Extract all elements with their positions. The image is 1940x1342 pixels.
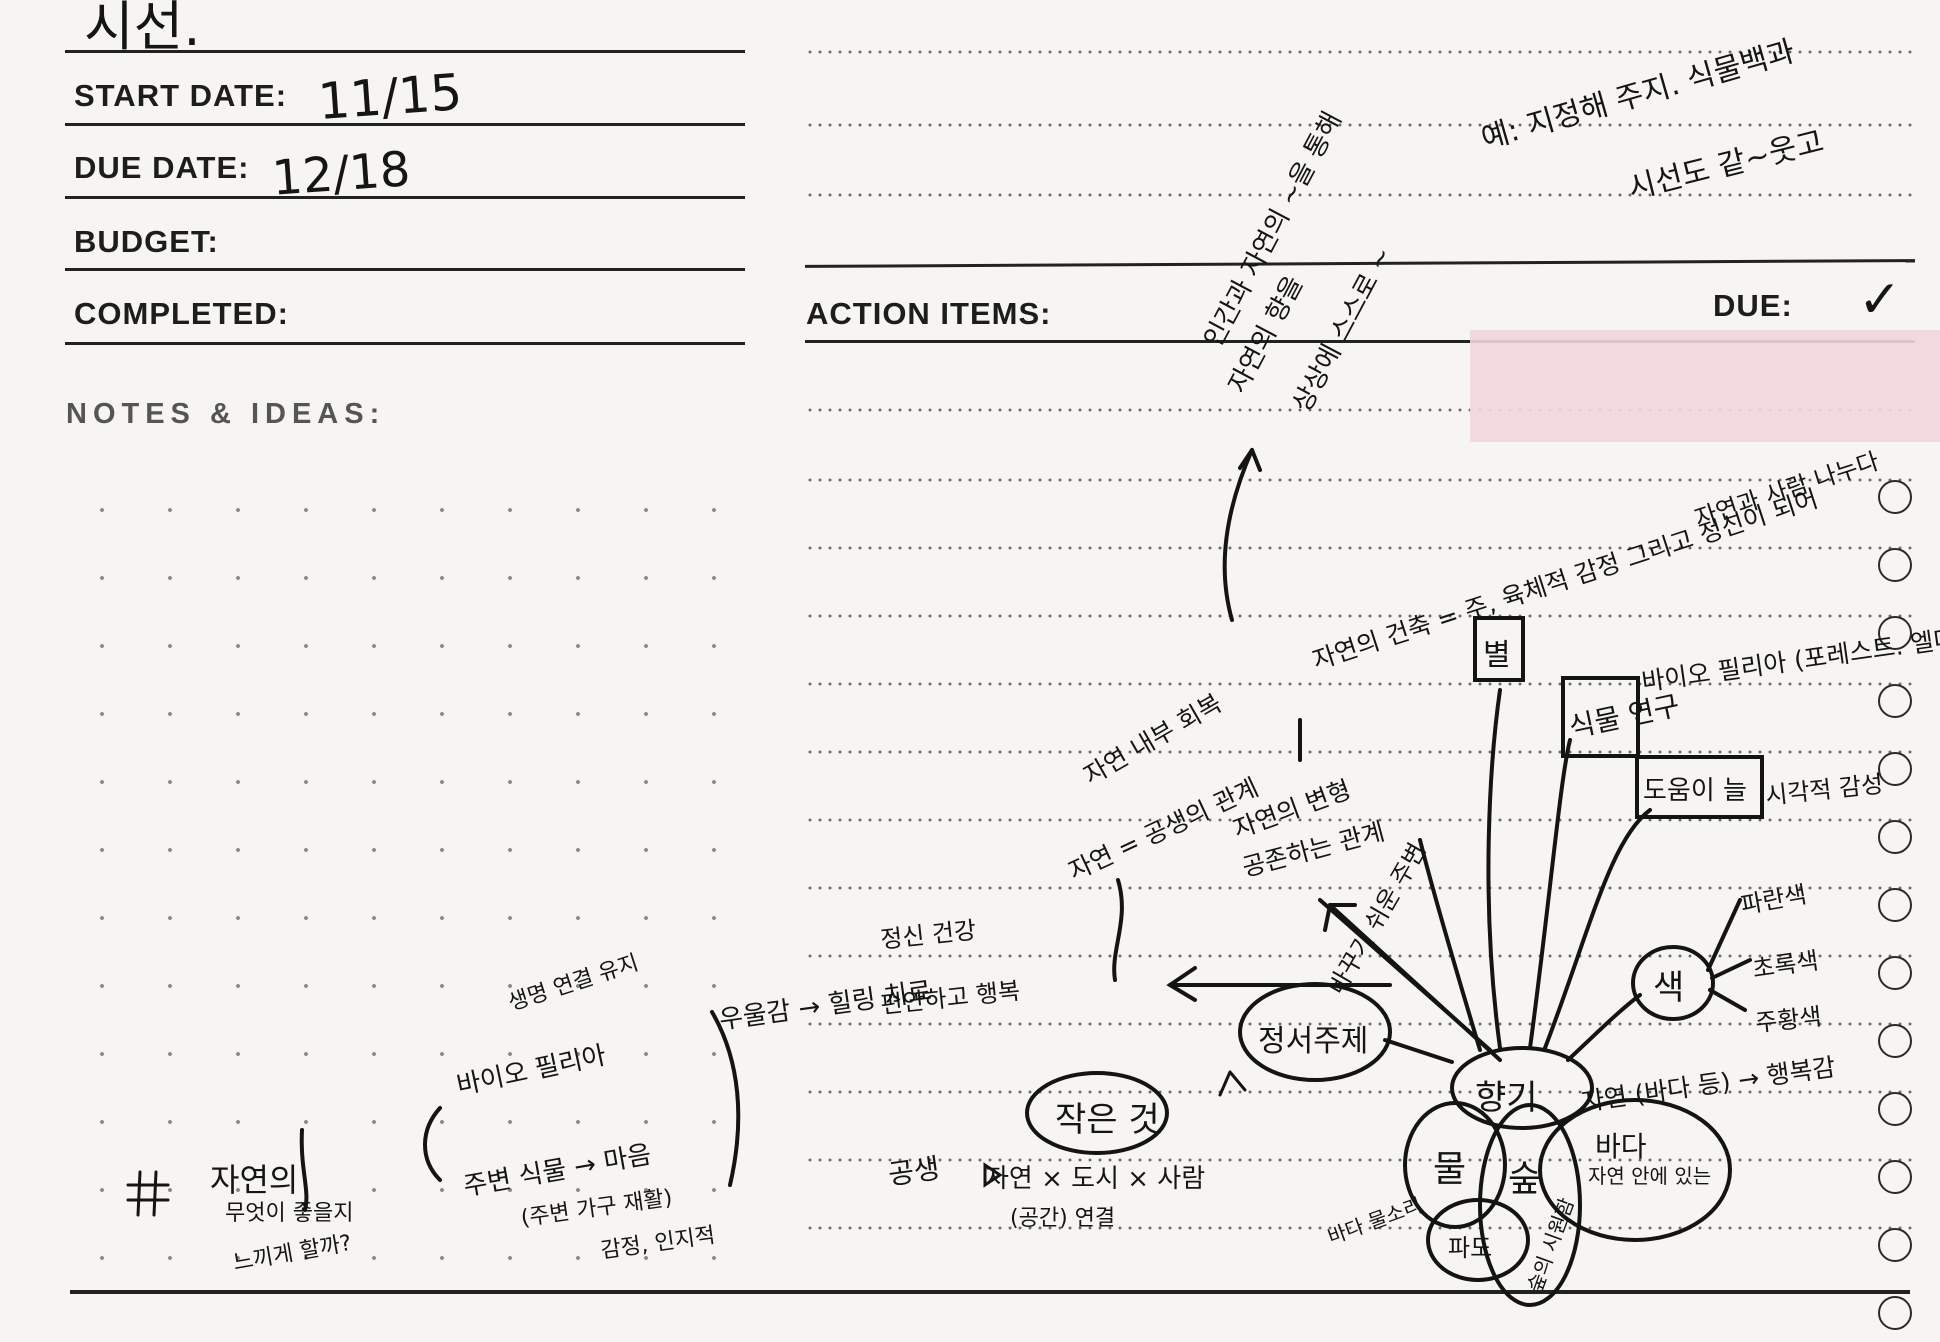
check-mark: ✓ (1858, 270, 1902, 330)
water-label: 물 (1433, 1149, 1467, 1190)
title-rule (65, 50, 745, 53)
coexist-label: 공생 (886, 1151, 942, 1192)
forest-label: 숲 (1508, 1159, 1542, 1200)
action-items-label: ACTION ITEMS: (806, 296, 1052, 331)
coexist-note-2: (공간) 연결 (1010, 1206, 1116, 1231)
bubble-star: 별 (1483, 638, 1511, 673)
due-date-label: DUE DATE: (74, 150, 250, 185)
bottom-rule (70, 1290, 1910, 1294)
emotion-label: 정서주제 (1258, 1024, 1369, 1059)
action-bottom-rule (805, 340, 1915, 343)
center-label: 향기 (1475, 1078, 1538, 1118)
color-orange: 주황색 (1753, 1002, 1823, 1038)
nature-ask-1: 자연의 (210, 1161, 299, 1199)
notes-ideas-label: NOTES & IDEAS: (66, 398, 386, 430)
start-date-rule (65, 123, 745, 126)
pink-sticky-note (1470, 330, 1940, 442)
sea-sub: 자연 안에 있는 (1588, 1164, 1712, 1188)
due-label: DUE: (1713, 288, 1793, 323)
budget-rule (65, 268, 745, 271)
start-date-label: START DATE: (74, 78, 288, 113)
water-sub: 파도 (1448, 1234, 1493, 1262)
nature-ask-2: 무엇이 좋을지 (225, 1201, 354, 1226)
completed-label: COMPLETED: (74, 296, 289, 331)
budget-label: BUDGET: (74, 224, 219, 259)
due-date-rule (65, 196, 745, 199)
hashtag: # (122, 1160, 123, 1161)
coexist-note: 자연 × 도시 × 사람 (985, 1164, 1206, 1194)
small-label: 작은 것 (1055, 1100, 1160, 1140)
color-label: 색 (1653, 968, 1685, 1008)
title-handwritten: 시선. (84, 0, 201, 58)
sea-label: 바다 (1595, 1130, 1647, 1163)
bubble-help: 도움이 늘 (1643, 776, 1747, 806)
completed-rule (65, 342, 745, 345)
notes-dot-grid (62, 470, 752, 1280)
